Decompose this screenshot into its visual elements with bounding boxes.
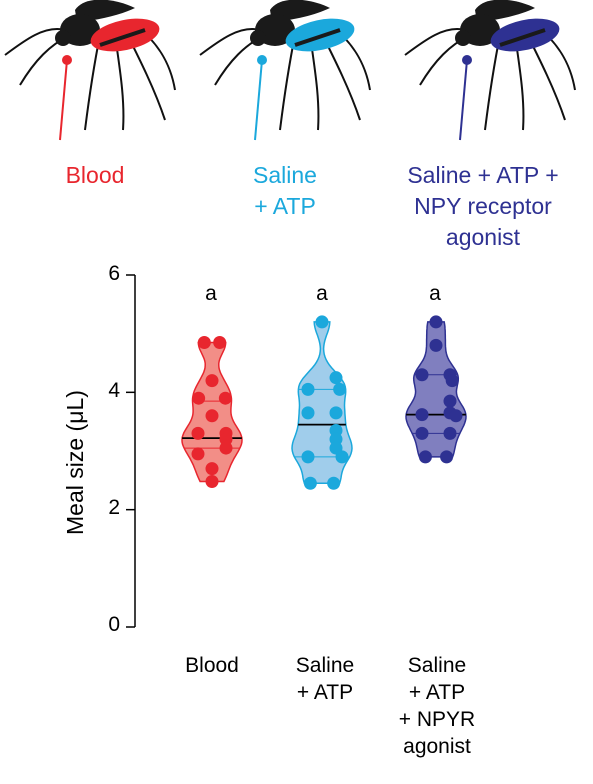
data-point	[218, 391, 232, 405]
mosquito-head	[250, 30, 266, 46]
violin-body	[405, 321, 467, 458]
header-label-saline-atp: Saline + ATP	[253, 162, 317, 219]
violin-group-0	[181, 335, 243, 489]
data-point	[213, 335, 227, 349]
data-point	[415, 408, 429, 422]
data-point	[197, 335, 211, 349]
data-point	[192, 391, 206, 405]
y-tick-label-0: 0	[108, 613, 120, 636]
x-category-label-npy-agonist: Saline + ATP + NPYR agonist	[398, 654, 476, 758]
data-point	[418, 450, 432, 464]
data-point	[415, 368, 429, 382]
y-tick-label-4: 4	[108, 379, 120, 402]
data-point	[205, 374, 219, 388]
data-point	[191, 447, 205, 461]
data-point	[205, 462, 219, 476]
data-point	[205, 409, 219, 423]
data-point	[443, 426, 457, 440]
mosquito-leg	[84, 34, 101, 131]
mosquito-leg	[484, 34, 501, 131]
data-point	[449, 409, 463, 423]
violin-plots	[181, 315, 467, 490]
y-tick-label-2: 2	[108, 496, 120, 519]
mosquito-stripe	[294, 28, 341, 47]
mosquito-proboscis	[459, 59, 468, 141]
data-point	[335, 450, 349, 464]
data-point	[301, 450, 315, 464]
data-point	[191, 426, 205, 440]
data-point	[329, 371, 343, 385]
mosquito-proboscis	[59, 59, 68, 141]
significance-letter-blood: a	[205, 282, 217, 305]
data-point	[303, 476, 317, 490]
data-point	[429, 315, 443, 329]
mosquito-gut-droplet	[257, 55, 267, 65]
mosquito-stripe	[99, 28, 146, 47]
data-point	[429, 338, 443, 352]
mosquito-proboscis	[254, 59, 263, 141]
mosquito-head	[455, 30, 471, 46]
data-point	[219, 441, 233, 455]
violin-group-2	[405, 315, 467, 464]
mosquito-head	[55, 30, 71, 46]
data-point	[315, 315, 329, 329]
mosquito-saline-atp-icon	[199, 0, 371, 141]
significance-letter-saline-atp: a	[316, 282, 328, 305]
header-label-npy-agonist: Saline + ATP + NPY receptor agonist	[407, 162, 559, 250]
mosquito-npy-agonist-icon	[404, 0, 576, 141]
y-axis	[126, 274, 136, 628]
x-category-label-blood: Blood	[185, 654, 239, 677]
mosquito-blood-icon	[4, 0, 176, 141]
x-category-label-saline-atp: Saline + ATP	[295, 654, 355, 704]
data-point	[205, 475, 219, 489]
data-point	[301, 406, 315, 420]
data-point	[301, 382, 315, 396]
data-point	[329, 406, 343, 420]
violin-group-1	[291, 315, 353, 490]
significance-letter-npy-agonist: a	[429, 282, 441, 305]
mosquito-leg	[4, 28, 66, 56]
data-point	[333, 382, 347, 396]
data-point	[445, 374, 459, 388]
y-tick-label-6: 6	[108, 262, 120, 285]
data-point	[443, 394, 457, 408]
y-axis-label: Meal size (μL)	[62, 390, 88, 535]
mosquito-gut-droplet	[462, 55, 472, 65]
mosquito-leg	[199, 28, 261, 56]
mosquito-leg	[404, 28, 466, 56]
mosquito-gut-droplet	[62, 55, 72, 65]
data-point	[440, 450, 454, 464]
data-point	[327, 476, 341, 490]
mosquito-stripe	[499, 28, 546, 47]
header-label-blood: Blood	[65, 162, 125, 188]
data-point	[415, 426, 429, 440]
mosquito-leg	[279, 34, 296, 131]
